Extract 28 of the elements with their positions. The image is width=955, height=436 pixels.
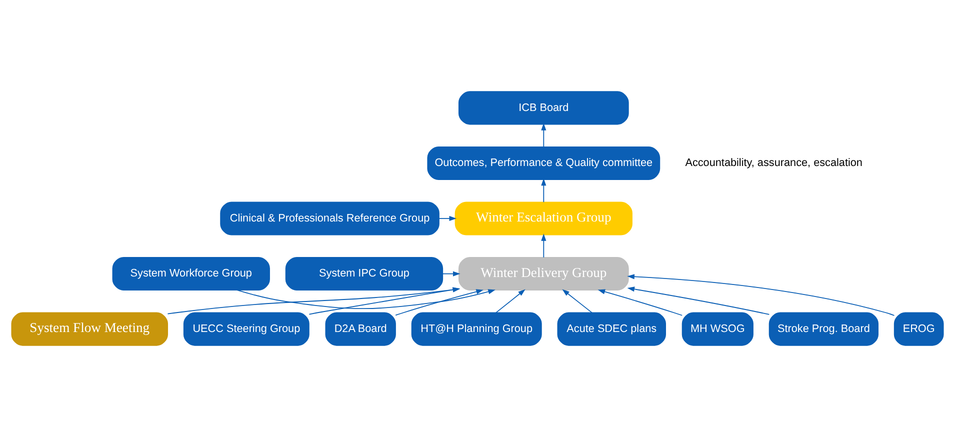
arrow: [627, 286, 770, 314]
arrow: [395, 288, 484, 316]
arrow: [236, 288, 496, 309]
arrow: [598, 288, 683, 316]
node-box: System Workforce Group: [112, 256, 270, 290]
node-box: Clinical & Professionals Reference Group: [220, 201, 440, 235]
node-box: Winter Escalation Group: [454, 201, 632, 235]
arrow: [562, 288, 592, 313]
node-box: Winter Delivery Group: [458, 256, 629, 290]
node-box: System Flow Meeting: [11, 312, 168, 346]
arrow: [627, 274, 895, 316]
node-box: Outcomes, Performance & Quality committee: [427, 146, 660, 180]
node-box: Acute SDEC plans: [557, 312, 666, 346]
label: Accountability, assurance, escalation: [685, 156, 862, 169]
arrow: [541, 178, 546, 202]
node-box: D2A Board: [325, 312, 396, 346]
node-box: System IPC Group: [285, 256, 444, 290]
arrow: [438, 215, 456, 221]
arrow: [496, 288, 526, 313]
arrow: [541, 122, 546, 147]
node-box: EROG: [894, 312, 944, 346]
arrow: [442, 270, 460, 276]
node-box: HT@H Planning Group: [411, 312, 542, 346]
node-box: MH WSOG: [682, 312, 754, 346]
node-box: Stroke Prog. Board: [768, 312, 879, 346]
node-box: ICB Board: [458, 90, 629, 124]
node-box: UECC Steering Group: [183, 312, 310, 346]
arrow: [541, 233, 546, 258]
